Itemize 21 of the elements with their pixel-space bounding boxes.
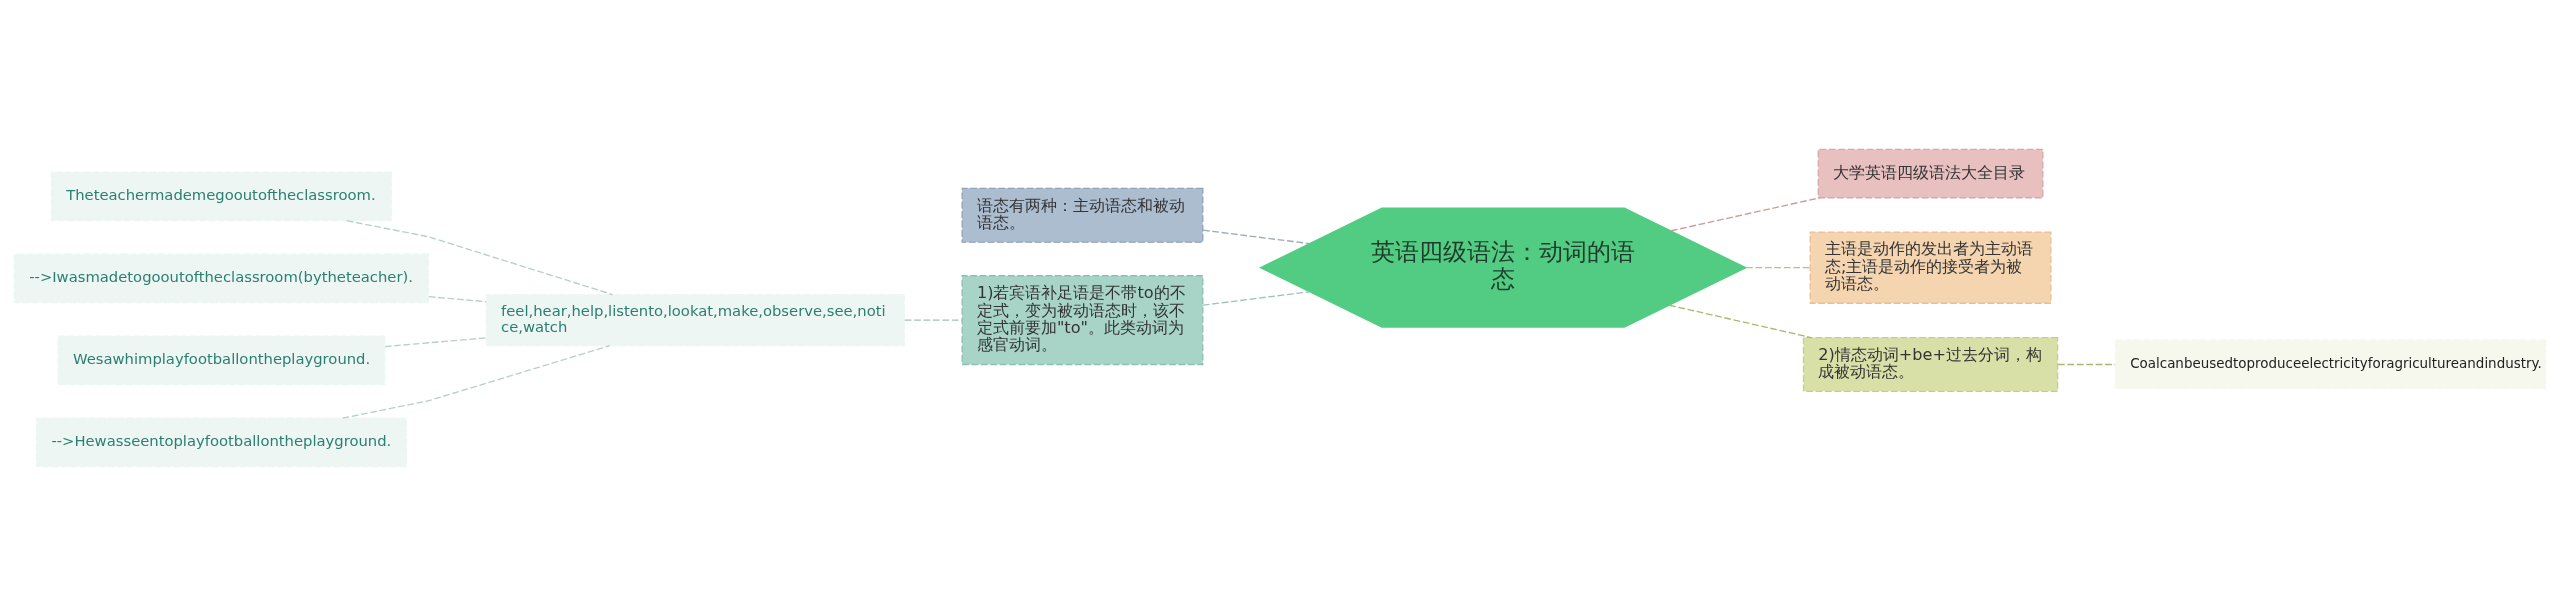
connector xyxy=(428,295,487,302)
connector xyxy=(1202,290,1311,306)
node-box: Coalcanbeusedtoproduceelectricityforagricultureandindustry. xyxy=(2114,339,2547,389)
connector xyxy=(1668,304,1812,338)
connector xyxy=(341,344,611,419)
node-box: -->Iwasmadetogooutoftheclassroom(bytheteacher). xyxy=(13,253,430,303)
connector xyxy=(1745,266,1811,268)
connector xyxy=(345,219,614,295)
connector xyxy=(1202,229,1311,244)
node-box: -->Hewasseentoplayfootballontheplayground. xyxy=(35,417,407,467)
node-box: Wesawhimplayfootballontheplayground. xyxy=(57,335,386,385)
node-box: 2)情态动词+be+过去分词，构成被动语态。 xyxy=(1802,336,2059,392)
node-box: feel,hear,help,listento,lookat,make,observe,see,notice,watch xyxy=(485,293,905,346)
node-box: 1)若宾语补足语是不带to的不定式，变为被动语态时，该不定式前要加"to"。此类动词为感官动词。 xyxy=(961,274,1204,365)
node-box: Theteachermademegooutoftheclassroom. xyxy=(50,171,393,221)
connector xyxy=(384,336,487,347)
node-box: 主语是动作的发出者为主动语态;主语是动作的接受者为被动语态。 xyxy=(1809,230,2052,304)
connector xyxy=(904,318,963,321)
node-box: 语态有两种：主动语态和被动语态。 xyxy=(961,187,1204,243)
connector xyxy=(1670,196,1821,231)
node-box: 大学英语四级语法大全目录 xyxy=(1817,148,2044,198)
